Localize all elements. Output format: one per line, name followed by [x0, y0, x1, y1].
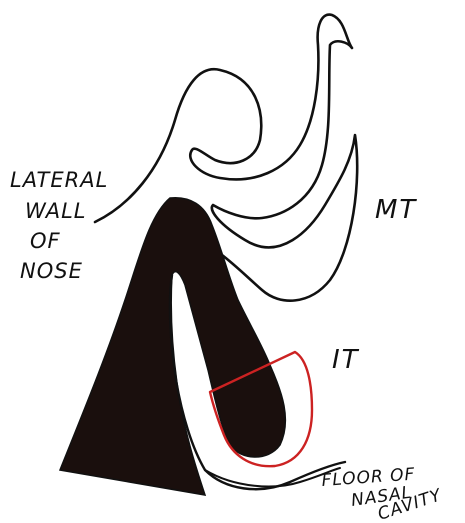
label-wall: WALL: [25, 199, 86, 223]
middle-turbinate-label: MT: [375, 195, 417, 225]
label-nose: NOSE: [20, 259, 83, 283]
middle-turbinate-outline: [95, 15, 357, 301]
lateral-wall-label: LATERAL WALL OF NOSE: [10, 168, 108, 283]
label-lateral: LATERAL: [10, 168, 108, 192]
label-of: OF: [30, 229, 61, 253]
inferior-turbinate-label: IT: [332, 345, 360, 375]
nasal-floor-label: FLOOR OF NASAL CAVITY: [321, 464, 445, 523]
